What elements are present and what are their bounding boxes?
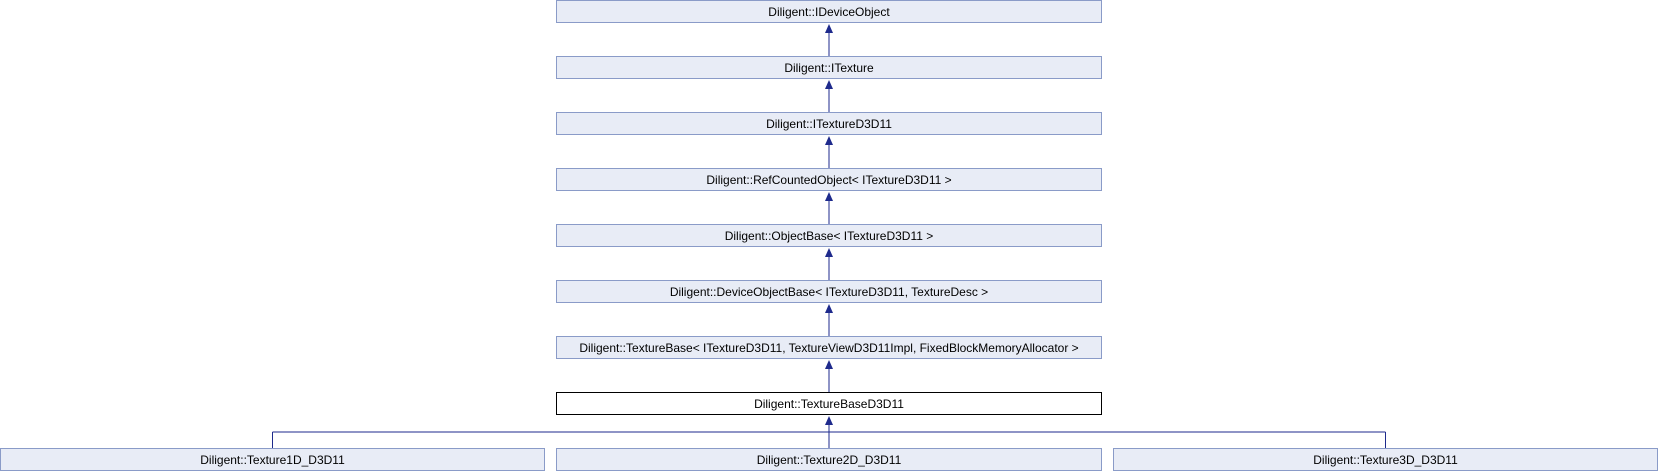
inheritance-arrowhead bbox=[825, 416, 833, 425]
inheritance-arrowhead bbox=[825, 360, 833, 369]
class-node-label: Diligent::Texture3D_D3D11 bbox=[1313, 452, 1458, 467]
class-node-label: Diligent::IDeviceObject bbox=[768, 4, 890, 19]
inheritance-arrowhead bbox=[825, 24, 833, 33]
inheritance-arrowhead bbox=[825, 248, 833, 257]
class-node-label: Diligent::ITexture bbox=[784, 60, 874, 75]
class-node-label: Diligent::DeviceObjectBase< ITextureD3D1… bbox=[669, 284, 989, 299]
class-node-texturebase-itextured3d11-textureviewd3d11impl-fixedblockmemoryallocator[interactable]: Diligent::TextureBase< ITextureD3D11, Te… bbox=[556, 336, 1102, 359]
class-node-objectbase-itextured3d11[interactable]: Diligent::ObjectBase< ITextureD3D11 > bbox=[556, 224, 1102, 247]
inheritance-arrowhead bbox=[825, 192, 833, 201]
class-node-label: Diligent::ObjectBase< ITextureD3D11 > bbox=[724, 228, 934, 243]
class-node-label: Diligent::TextureBase< ITextureD3D11, Te… bbox=[579, 340, 1079, 355]
class-node-label: Diligent::Texture2D_D3D11 bbox=[756, 452, 902, 467]
class-node-label: Diligent::Texture1D_D3D11 bbox=[200, 452, 345, 467]
class-node-label: Diligent::RefCountedObject< ITextureD3D1… bbox=[706, 172, 952, 187]
class-node-texture2d-d3d11[interactable]: Diligent::Texture2D_D3D11 bbox=[556, 448, 1102, 471]
inheritance-arrowhead bbox=[825, 80, 833, 89]
class-node-label: Diligent::TextureBaseD3D11 bbox=[754, 396, 904, 411]
class-node-label: Diligent::ITextureD3D11 bbox=[766, 116, 892, 131]
class-node-itextured3d11[interactable]: Diligent::ITextureD3D11 bbox=[556, 112, 1102, 135]
inheritance-arrowhead bbox=[825, 304, 833, 313]
class-node-itexture[interactable]: Diligent::ITexture bbox=[556, 56, 1102, 79]
class-node-texture3d-d3d11[interactable]: Diligent::Texture3D_D3D11 bbox=[1113, 448, 1658, 471]
class-node-refcountedobject-itextured3d11[interactable]: Diligent::RefCountedObject< ITextureD3D1… bbox=[556, 168, 1102, 191]
inheritance-arrowhead bbox=[825, 136, 833, 145]
class-node-texturebased3d11: Diligent::TextureBaseD3D11 bbox=[556, 392, 1102, 415]
class-node-ideviceobject[interactable]: Diligent::IDeviceObject bbox=[556, 0, 1102, 23]
class-node-texture1d-d3d11[interactable]: Diligent::Texture1D_D3D11 bbox=[0, 448, 545, 471]
class-node-deviceobjectbase-itextured3d11-texturedesc[interactable]: Diligent::DeviceObjectBase< ITextureD3D1… bbox=[556, 280, 1102, 303]
